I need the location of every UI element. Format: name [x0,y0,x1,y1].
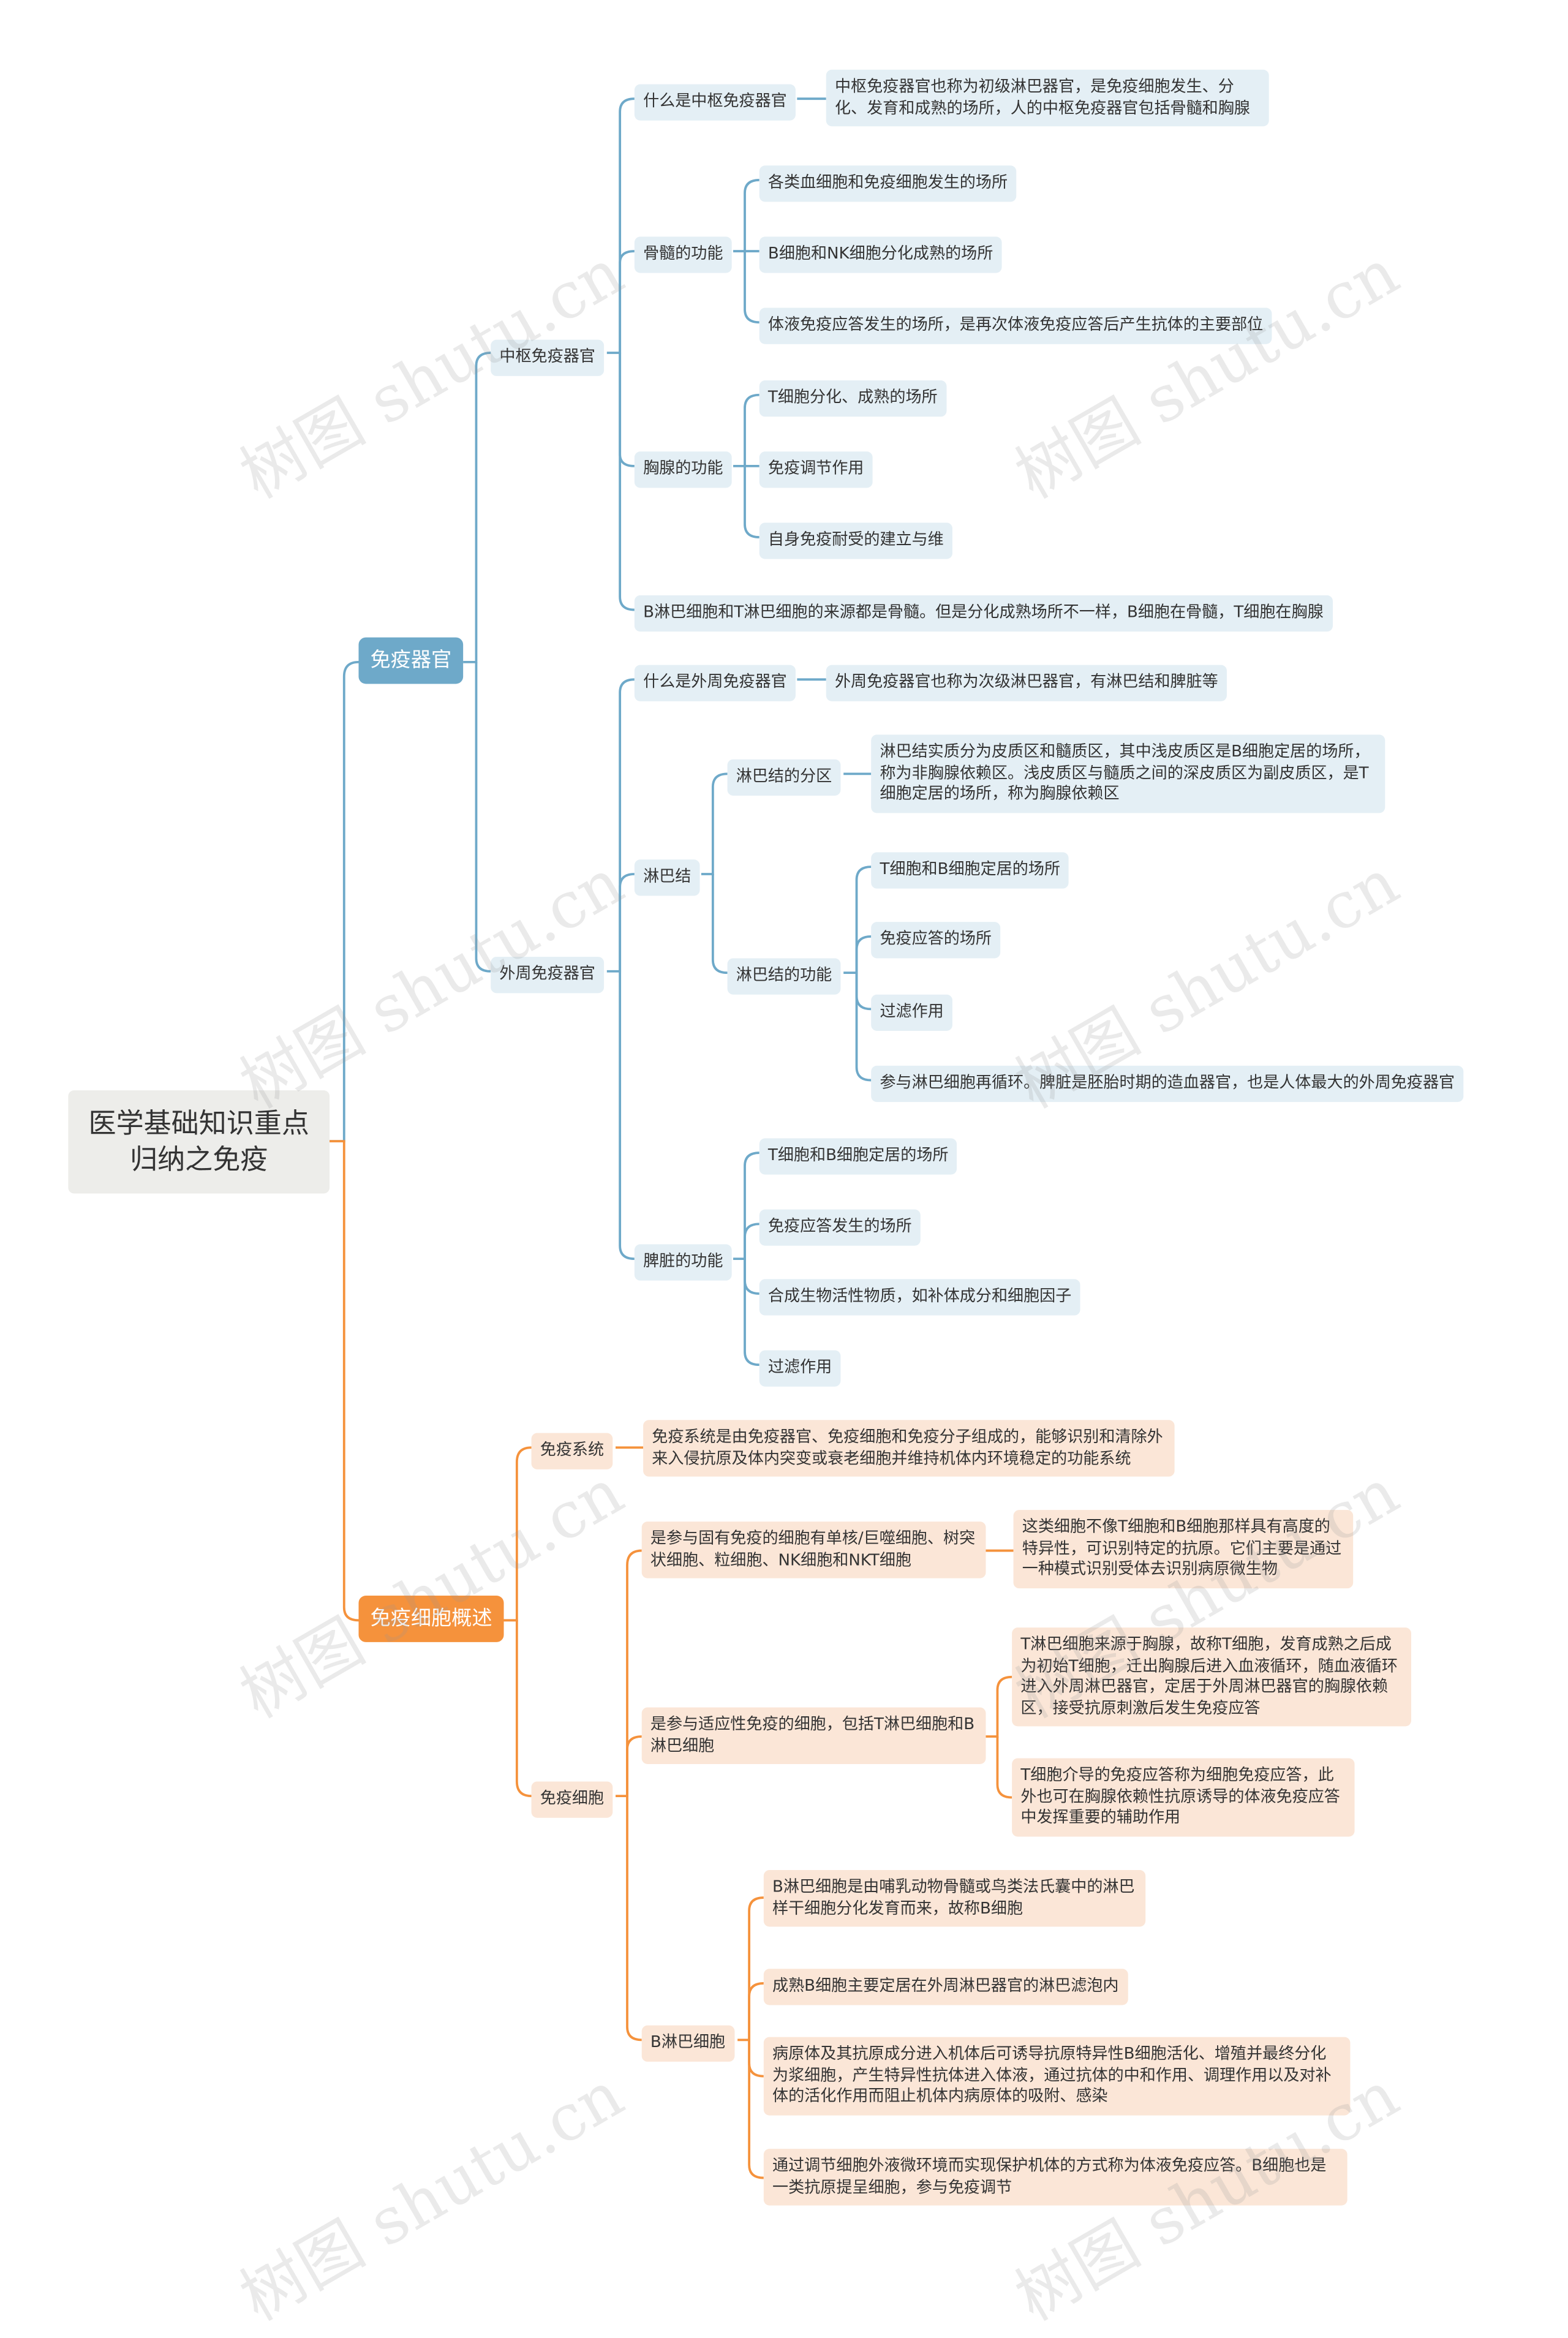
branch-immune-cells[interactable]: 免疫细胞概述 [358,1596,504,1642]
bone-marrow-item-2[interactable]: B细胞和NK细胞分化成熟的场所 [759,236,1002,273]
b-cell-item-2[interactable]: 成熟B细胞主要定居在外周淋巴器官的淋巴滤泡内 [763,1969,1128,2005]
bone-marrow-node[interactable]: 骨髓的功能 [634,236,732,273]
b-cell-node[interactable]: B淋巴细胞 [641,2025,734,2061]
root-topic[interactable]: 医学基础知识重点归纳之免疫 [68,1090,330,1194]
thymus-item-1[interactable]: T细胞分化、成熟的场所 [759,380,946,417]
central-what-text[interactable]: 中枢免疫器官也称为初级淋巴器官，是免疫细胞发生、分化、发育和成熟的场所，人的中枢… [826,69,1269,127]
spleen-item-1[interactable]: T细胞和B细胞定居的场所 [759,1138,957,1174]
immune-system-text[interactable]: 免疫系统是由免疫器官、免疫细胞和免疫分子组成的，能够识别和清除外来入侵抗原及体内… [643,1420,1175,1477]
branch-immune-organs[interactable]: 免疫器官 [358,637,464,684]
innate-cells-text[interactable]: 是参与固有免疫的细胞有单核/巨噬细胞、树突状细胞、粒细胞、NK细胞和NKT细胞 [641,1522,986,1578]
root-line-2: 归纳之免疫 [130,1143,268,1175]
thymus-item-2[interactable]: 免疫调节作用 [759,451,873,488]
immune-system-node[interactable]: 免疫系统 [531,1433,613,1469]
lymph-node-node[interactable]: 淋巴结 [634,859,700,896]
lymph-function-3[interactable]: 过滤作用 [871,994,952,1030]
peripheral-organs-node[interactable]: 外周免疫器官 [491,957,605,993]
central-what-node[interactable]: 什么是中枢免疫器官 [634,84,796,120]
t-cell-detail-1[interactable]: T淋巴细胞来源于胸腺，故称T细胞，发育成熟之后成为初始T细胞，迁出胸腺后进入血液… [1012,1627,1411,1727]
t-cell-detail-2[interactable]: T细胞介导的免疫应答称为细胞免疫应答，此外也可在胸腺依赖性抗原诱导的体液免疫应答… [1012,1758,1355,1836]
lymph-zones-node[interactable]: 淋巴结的分区 [727,759,841,795]
lymph-functions-node[interactable]: 淋巴结的功能 [727,958,841,994]
central-note[interactable]: B淋巴细胞和T淋巴细胞的来源都是骨髓。但是分化成熟场所不一样，B细胞在骨髓，T细… [634,595,1332,631]
peripheral-what-node[interactable]: 什么是外周免疫器官 [634,665,796,701]
spleen-node[interactable]: 脾脏的功能 [634,1244,732,1280]
spleen-item-3[interactable]: 合成生物活性物质，如补体成分和细胞因子 [759,1279,1080,1315]
bone-marrow-item-1[interactable]: 各类血细胞和免疫细胞发生的场所 [759,165,1017,202]
lymph-function-1[interactable]: T细胞和B细胞定居的场所 [871,852,1069,888]
spleen-item-4[interactable]: 过滤作用 [759,1350,841,1386]
spleen-item-2[interactable]: 免疫应答发生的场所 [759,1209,921,1245]
adaptive-cells-text[interactable]: 是参与适应性免疫的细胞，包括T淋巴细胞和B淋巴细胞 [641,1707,986,1764]
lymph-zones-text[interactable]: 淋巴结实质分为皮质区和髓质区，其中浅皮质区是B细胞定居的场所，称为非胸腺依赖区。… [871,734,1385,813]
bone-marrow-item-3[interactable]: 体液免疫应答发生的场所，是再次体液免疫应答后产生抗体的主要部位 [759,307,1272,344]
root-line-1: 医学基础知识重点 [88,1107,309,1139]
b-cell-item-3[interactable]: 病原体及其抗原成分进入机体后可诱导抗原特异性B细胞活化、增殖并最终分化为浆细胞，… [763,2037,1351,2115]
central-organs-node[interactable]: 中枢免疫器官 [491,339,605,375]
b-cell-item-4[interactable]: 通过调节细胞外液微环境而实现保护机体的方式称为体液免疫应答。B细胞也是一类抗原提… [763,2149,1348,2206]
lymph-function-4[interactable]: 参与淋巴细胞再循环。脾脏是胚胎时期的造血器官，也是人体最大的外周免疫器官 [871,1065,1464,1101]
peripheral-what-text[interactable]: 外周免疫器官也称为次级淋巴器官，有淋巴结和脾脏等 [826,665,1227,701]
immune-cells-node[interactable]: 免疫细胞 [531,1781,613,1817]
thymus-node[interactable]: 胸腺的功能 [634,451,732,488]
thymus-item-3[interactable]: 自身免疫耐受的建立与维 [759,522,952,559]
lymph-function-2[interactable]: 免疫应答的场所 [871,922,1001,958]
b-cell-item-1[interactable]: B淋巴细胞是由哺乳动物骨髓或鸟类法氏囊中的淋巴样干细胞分化发育而来，故称B细胞 [763,1870,1146,1927]
innate-cells-detail[interactable]: 这类细胞不像T细胞和B细胞那样具有高度的特异性，可识别特定的抗原。它们主要是通过… [1013,1510,1354,1588]
